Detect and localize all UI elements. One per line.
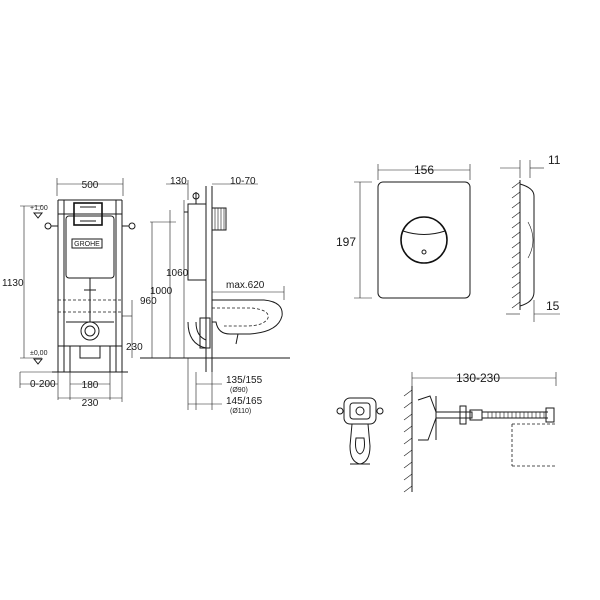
level-top-label: +1,00 bbox=[30, 205, 48, 212]
dim-d90-label: (Ø90) bbox=[230, 387, 248, 394]
height-1000-label: 1000 bbox=[150, 286, 173, 297]
max-projection-label: max.620 bbox=[226, 280, 265, 291]
plate-width-label: 156 bbox=[414, 163, 434, 177]
range-top-label: 10-70 bbox=[230, 176, 256, 187]
plate-thickness-top-label: 11 bbox=[548, 153, 561, 167]
side-view: 130 10-70 960 1000 1060 230 max.620 bbox=[122, 176, 290, 415]
level-floor-label: ±0,00 bbox=[30, 350, 48, 357]
depth-top-label: 130 bbox=[170, 176, 187, 187]
mounting-detail: 130-230 bbox=[403, 371, 557, 493]
flush-plate-front: 156 197 bbox=[336, 163, 471, 299]
flush-plate-side: 11 15 bbox=[500, 153, 561, 322]
dim-135-155-label: 135/155 bbox=[226, 375, 263, 386]
fixing-bracket-front bbox=[336, 397, 384, 465]
front-height-label: 1130 bbox=[2, 278, 24, 289]
front-view: 500 GROHE bbox=[2, 178, 136, 409]
rod-thread bbox=[487, 412, 545, 418]
front-width-label: 500 bbox=[82, 180, 99, 191]
height-1060-label: 1060 bbox=[166, 268, 189, 279]
plate-height-label: 197 bbox=[336, 235, 356, 249]
plate-thickness-bottom-label: 15 bbox=[546, 299, 560, 313]
dim-d110-label: (Ø110) bbox=[230, 408, 251, 415]
pipe-offset-label: 230 bbox=[82, 398, 99, 409]
height-960-label: 960 bbox=[140, 296, 157, 307]
brand-logo: GROHE bbox=[74, 241, 100, 248]
wall-hatching bbox=[511, 181, 521, 309]
mount-range-label: 130-230 bbox=[456, 371, 500, 385]
pipe-spacing-label: 180 bbox=[82, 380, 99, 391]
height-230-label: 230 bbox=[126, 342, 143, 353]
range-left-label: 0-200 bbox=[30, 379, 56, 390]
mount-wall-hatching bbox=[403, 389, 413, 493]
dim-145-165-label: 145/165 bbox=[226, 396, 263, 407]
